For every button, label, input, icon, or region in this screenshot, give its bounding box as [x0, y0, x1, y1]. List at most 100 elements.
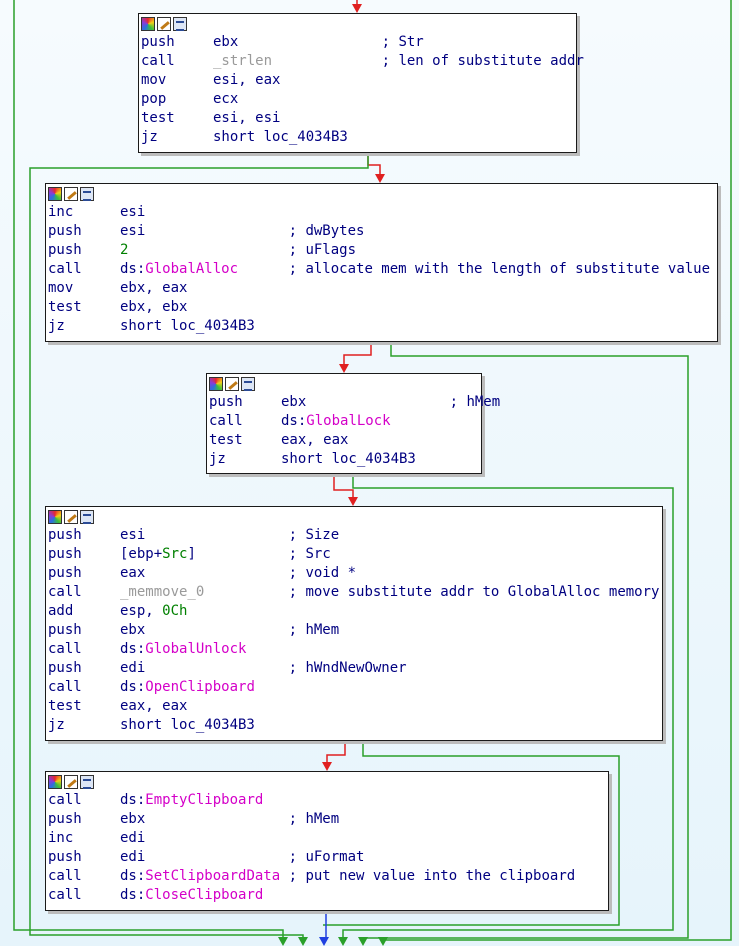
graph-overview-icon[interactable] — [48, 774, 62, 789]
api-function-name[interactable]: EmptyClipboard — [145, 792, 264, 808]
xrefs-icon[interactable] — [80, 186, 94, 201]
comment: ; dwBytes — [288, 223, 365, 239]
edge-b1-jz[interactable] — [29, 153, 369, 938]
graph-overview-icon[interactable] — [48, 509, 62, 524]
instruction-line[interactable]: push[ebp+Src] ; Src — [48, 545, 662, 564]
mnemonic: call — [48, 261, 82, 277]
edge-b4-fallthrough[interactable] — [326, 741, 346, 763]
edge-b2-fallthrough[interactable] — [343, 342, 372, 365]
mnemonic: push — [48, 811, 82, 827]
mnemonic: push — [48, 527, 82, 543]
graph-overview-icon[interactable] — [48, 186, 62, 201]
api-function-name[interactable]: OpenClipboard — [145, 679, 255, 695]
operand: edi — [120, 830, 146, 846]
operand: ds: — [120, 261, 146, 277]
operand: ds: — [120, 887, 146, 903]
xrefs-icon[interactable] — [80, 774, 94, 789]
api-function-name[interactable]: SetClipboardData — [145, 868, 281, 884]
mnemonic: add — [48, 603, 74, 619]
mnemonic: push — [48, 660, 82, 676]
edge-b1-fallthrough[interactable] — [367, 153, 381, 175]
mnemonic: mov — [141, 72, 167, 88]
operand: eax, eax — [281, 432, 349, 448]
edge-b3-jz[interactable] — [342, 474, 674, 938]
xrefs-icon[interactable] — [173, 16, 187, 31]
operand: ebx — [213, 34, 239, 50]
operand: ds: — [120, 641, 146, 657]
instruction-line[interactable]: call_strlen ; len of substitute addr — [141, 52, 584, 71]
edge-arrowhead — [339, 364, 349, 373]
mnemonic: test — [141, 110, 175, 126]
api-function-name[interactable]: GlobalLock — [306, 413, 391, 429]
edit-block-icon[interactable] — [157, 16, 171, 31]
edit-block-icon[interactable] — [64, 186, 78, 201]
edge-outer-left[interactable] — [13, 0, 284, 938]
comment: ; hWndNewOwner — [288, 660, 407, 676]
edit-block-icon[interactable] — [64, 509, 78, 524]
block-header — [207, 374, 481, 393]
edge-b3-fallthrough[interactable] — [333, 474, 354, 498]
mnemonic: jz — [209, 451, 226, 467]
operand[interactable]: _memmove_0 — [120, 584, 205, 600]
instruction-line[interactable]: jz short loc_4034B3 — [209, 450, 481, 469]
mnemonic: push — [48, 622, 82, 638]
comment-padding — [145, 622, 288, 638]
graph-overview-icon[interactable] — [209, 376, 223, 391]
api-function-name[interactable]: CloseClipboard — [145, 887, 264, 903]
xrefs-icon[interactable] — [241, 376, 255, 391]
edge-arrowhead — [298, 937, 308, 946]
xrefs-icon[interactable] — [80, 509, 94, 524]
mnemonic: push — [141, 34, 175, 50]
mnemonic: mov — [48, 280, 74, 296]
operand: short loc_4034B3 — [281, 451, 416, 467]
api-function-name[interactable]: GlobalAlloc — [145, 261, 239, 277]
api-function-name[interactable]: GlobalUnlock — [145, 641, 247, 657]
graph-overview-icon[interactable] — [141, 16, 155, 31]
edit-block-icon[interactable] — [64, 774, 78, 789]
operand[interactable]: _strlen — [213, 53, 273, 69]
instruction-line[interactable]: call_memmove_0 ; move substitute addr to… — [48, 583, 662, 602]
edit-block-icon[interactable] — [225, 376, 239, 391]
edge-b4-jz[interactable] — [323, 741, 620, 926]
comment-padding — [145, 660, 288, 676]
comment-padding — [238, 34, 381, 50]
comment: ; uFormat — [288, 849, 365, 865]
edge-b2-jz[interactable] — [363, 342, 689, 939]
